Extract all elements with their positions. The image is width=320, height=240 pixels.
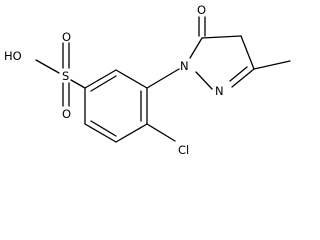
bond-c5-c4 <box>201 35 242 39</box>
bond-c4-c3 <box>240 35 255 70</box>
atom-label-chlorine: Cl <box>178 143 189 157</box>
atom-label-ring-nitrogen-2: N <box>215 84 224 98</box>
atom-label-ring-nitrogen-1: N <box>180 59 189 73</box>
bond-ring-cl <box>146 123 176 142</box>
atom-label-sulfonyl-oxygen-top: O <box>62 30 71 44</box>
atom-label-hydroxyl: HO <box>4 49 22 63</box>
atom-labels: HO S O O O N N Cl <box>4 3 224 157</box>
bond-c3-n2-a <box>231 68 255 88</box>
bond-ring-inner-1 <box>90 75 117 92</box>
bond-n2-n1 <box>195 71 213 90</box>
chemical-structure: HO S O O O N N Cl <box>4 3 291 157</box>
bond-ring-inner-3 <box>90 120 117 137</box>
bond-ring-s <box>70 79 86 89</box>
bonds <box>35 16 291 143</box>
bond-c3-methyl <box>253 60 291 70</box>
bond-c3-n2-b <box>229 66 248 82</box>
bond-s-oh <box>35 59 60 74</box>
bond-n1-c5 <box>189 37 203 59</box>
bond-ring-c2-c3 <box>115 69 148 89</box>
bond-ring-n1 <box>146 68 180 89</box>
bond-ring-c1-c2 <box>84 69 117 89</box>
atom-label-carbonyl-oxygen: O <box>197 3 206 17</box>
atom-label-sulfur: S <box>62 69 69 83</box>
bond-ring-c5-c6 <box>84 123 117 143</box>
bond-ring-c4-c5 <box>115 123 148 143</box>
atom-label-sulfonyl-oxygen-bottom: O <box>62 107 71 121</box>
